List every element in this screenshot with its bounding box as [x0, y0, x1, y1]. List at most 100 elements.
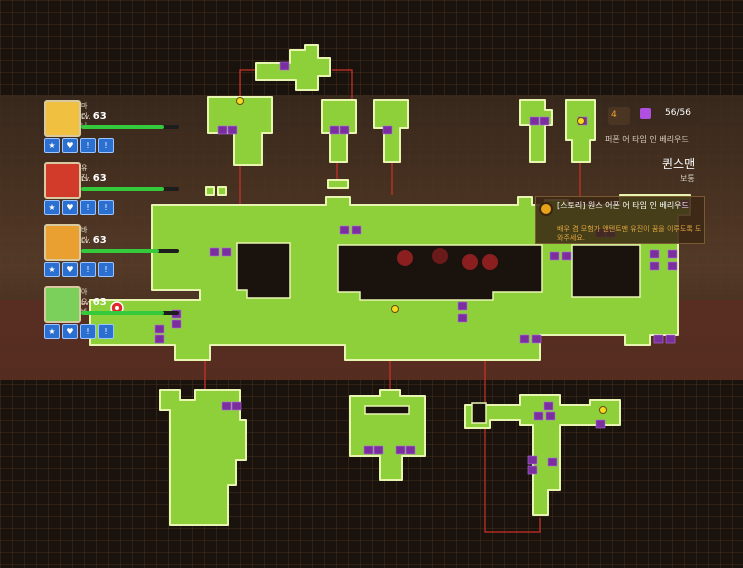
- puzzle-piece-icon: [373, 445, 384, 455]
- hp-fill: [81, 311, 165, 315]
- puzzle-piece-icon: [209, 247, 220, 257]
- character-level: Lv.63: [81, 173, 107, 184]
- room-upper-left: [207, 96, 273, 166]
- level-prefix: Lv.: [81, 299, 91, 307]
- puzzle-piece-icon: [221, 401, 232, 411]
- puzzle-piece-icon: [395, 445, 406, 455]
- puzzle-piece-icon: [221, 247, 232, 257]
- skill-button[interactable]: !: [98, 200, 114, 215]
- skill-button[interactable]: !: [80, 200, 96, 215]
- puzzle-piece-icon: [279, 61, 290, 71]
- character-portrait[interactable]: [44, 286, 81, 323]
- character-portrait[interactable]: [44, 224, 81, 261]
- puzzle-piece-icon: [519, 334, 530, 344]
- stage-name: 퀸스맨: [662, 157, 696, 171]
- puzzle-piece-icon: [561, 251, 572, 261]
- puzzle-piece-icon: [543, 401, 554, 411]
- quest-description: 배우 겸 모험가 앤텐트맨 유진이 꿈을 이루도록 도와주세요.: [557, 225, 702, 242]
- puzzle-piece-icon: [533, 411, 544, 421]
- skill-button[interactable]: !: [80, 262, 96, 277]
- skill-button[interactable]: !: [98, 324, 114, 339]
- skill-button[interactable]: !: [98, 138, 114, 153]
- puzzle-piece-icon: [457, 301, 468, 311]
- puzzle-piece-icon: [154, 334, 165, 344]
- puzzle-piece-icon: [595, 419, 606, 429]
- puzzle-piece-icon: [667, 249, 678, 259]
- puzzle-piece-icon: [154, 324, 165, 334]
- skill-row: ★♥!!: [44, 262, 114, 277]
- coin-marker: [599, 406, 607, 414]
- coin-marker: [577, 117, 585, 125]
- skill-button[interactable]: ♥: [62, 262, 78, 277]
- hp-bar: [81, 249, 179, 253]
- skill-button[interactable]: ★: [44, 262, 60, 277]
- count-left-label: 4: [611, 110, 617, 120]
- puzzle-piece-icon: [531, 334, 542, 344]
- puzzle-piece-icon: [363, 445, 374, 455]
- hole-d: [364, 405, 410, 415]
- level-value: 63: [92, 111, 107, 122]
- puzzle-piece-icon: [339, 225, 350, 235]
- skill-row: ★♥!!: [44, 324, 114, 339]
- coin-marker: [236, 97, 244, 105]
- puzzle-piece-icon: [339, 125, 350, 135]
- room-bottom-center: [349, 389, 426, 481]
- puzzle-piece-icon: [527, 465, 538, 475]
- puzzle-piece-icon: [653, 334, 664, 344]
- skill-button[interactable]: ♥: [62, 324, 78, 339]
- room-bottom-right: [464, 394, 621, 516]
- room-far-right-b: [565, 99, 596, 163]
- enemy-sprites: [397, 248, 498, 270]
- puzzle-piece-icon: [549, 251, 560, 261]
- puzzle-piece-icon: [539, 116, 550, 126]
- level-prefix: Lv.: [81, 113, 91, 121]
- puzzle-piece-icon: [217, 125, 228, 135]
- room-small-a: [205, 186, 215, 196]
- skill-button[interactable]: !: [80, 324, 96, 339]
- character-level: Lv.63: [81, 235, 107, 246]
- puzzle-piece-icon: [329, 125, 340, 135]
- skill-button[interactable]: !: [80, 138, 96, 153]
- puzzle-piece-icon: [527, 455, 538, 465]
- skill-button[interactable]: !: [98, 262, 114, 277]
- puzzle-piece-icon: [351, 225, 362, 235]
- room-bottom-left: [159, 389, 247, 526]
- character-portrait[interactable]: [44, 100, 81, 137]
- skill-button[interactable]: ★: [44, 324, 60, 339]
- hole-e: [471, 402, 487, 424]
- puzzle-piece-icon: [529, 116, 540, 126]
- hp-fill: [81, 125, 165, 129]
- coin-markers: [236, 97, 607, 414]
- hp-fill: [81, 187, 165, 191]
- quest-panel[interactable]: [스토리] 원스 어폰 어 타임 인 베리우드 배우 겸 모험가 앤텐트맨 유진…: [535, 196, 705, 244]
- puzzle-piece-icon: [231, 401, 242, 411]
- level-value: 63: [92, 297, 107, 308]
- level-prefix: Lv.: [81, 237, 91, 245]
- difficulty-label: 보통: [680, 174, 695, 183]
- coin-marker: [391, 305, 399, 313]
- collection-count: 56/56: [665, 108, 691, 118]
- level-value: 63: [92, 235, 107, 246]
- count-box: 4: [608, 107, 630, 125]
- hp-fill: [81, 249, 160, 253]
- skill-button[interactable]: ♥: [62, 138, 78, 153]
- puzzle-piece-icon: [227, 125, 238, 135]
- character-name: 유진: [81, 164, 88, 182]
- quest-target-icon: [539, 202, 553, 216]
- collection-box: 56/56: [635, 103, 701, 125]
- skill-row: ★♥!!: [44, 138, 114, 153]
- skill-button[interactable]: ★: [44, 200, 60, 215]
- room-small-c: [327, 179, 349, 189]
- hp-bar: [81, 125, 179, 129]
- character-level: Lv.63: [81, 111, 107, 122]
- connector-top-right: [332, 69, 353, 100]
- room-top-cross: [255, 44, 331, 91]
- puzzle-piece-icon: [405, 445, 416, 455]
- room-small-b: [217, 186, 227, 196]
- skill-button[interactable]: ★: [44, 138, 60, 153]
- skill-button[interactable]: ♥: [62, 200, 78, 215]
- puzzle-piece-icon: [457, 313, 468, 323]
- character-portrait[interactable]: [44, 162, 81, 199]
- level-prefix: Lv.: [81, 175, 91, 183]
